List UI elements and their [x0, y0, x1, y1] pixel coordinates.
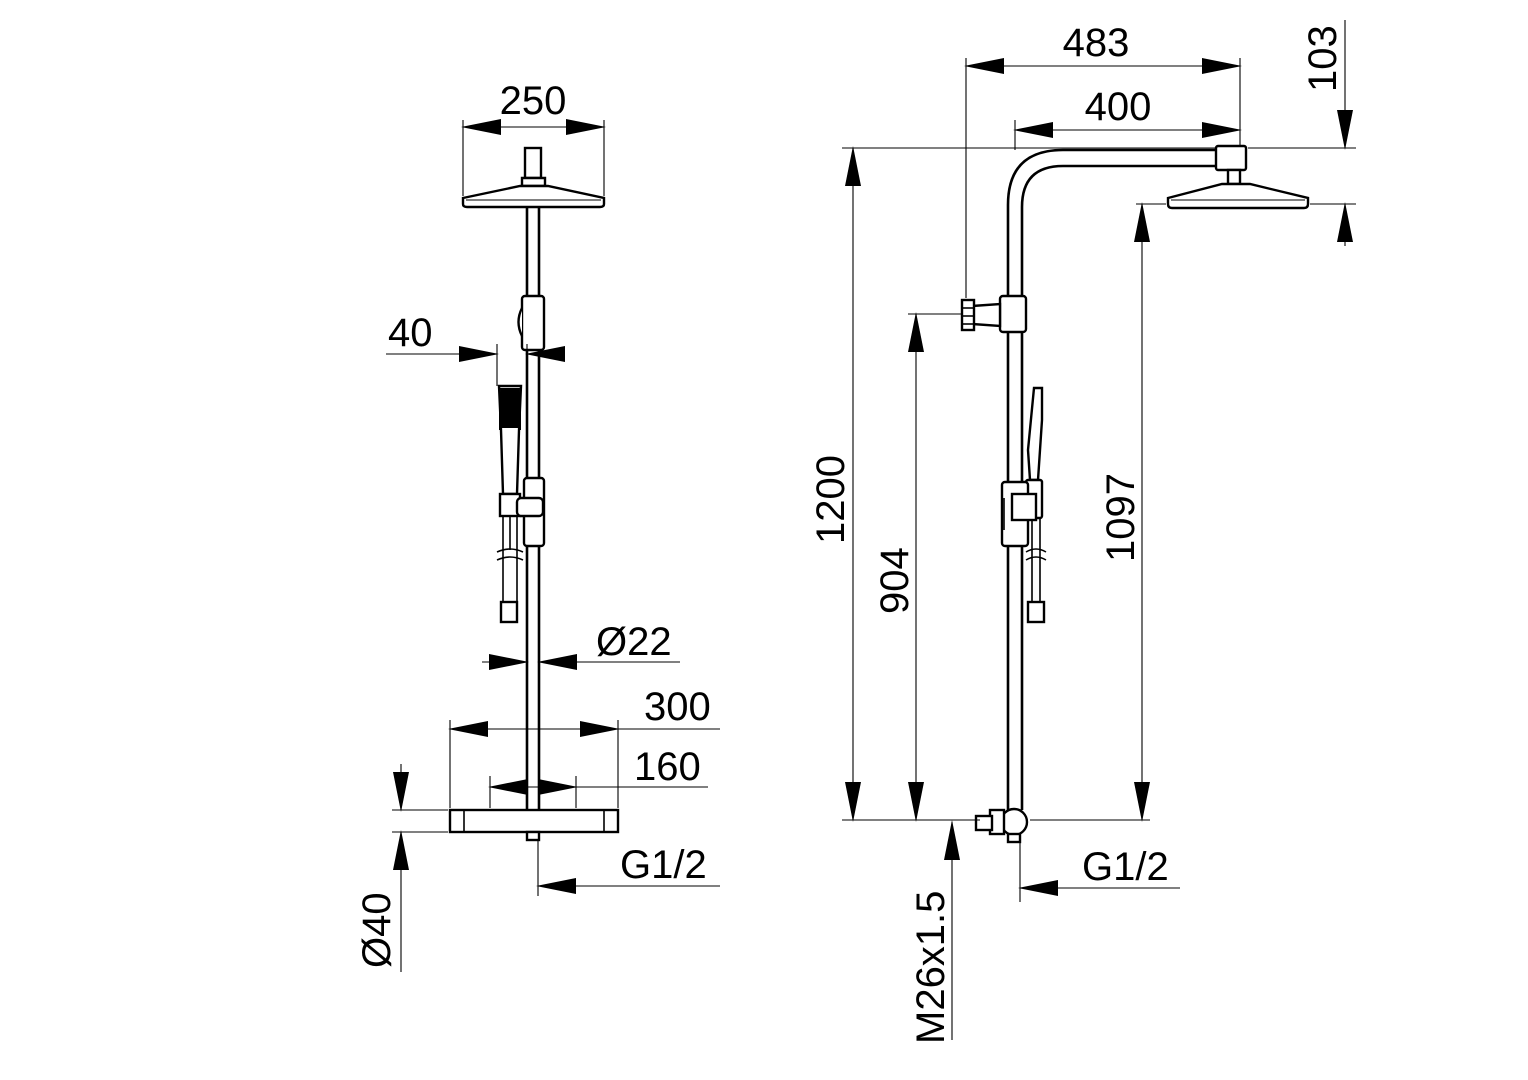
- side-thermostat: [974, 807, 1029, 844]
- dim-pipe-diameter: Ø22: [596, 620, 672, 664]
- dim-base-diameter: Ø40: [355, 892, 399, 968]
- side-slider: [1000, 480, 1038, 548]
- side-dimensions: 483 400 103 1200 904 1097 M26x1.5 G1/2: [809, 20, 1356, 1044]
- front-shower-head: [461, 146, 606, 209]
- dim-bracket-height: 904: [873, 547, 917, 614]
- dim-wall-thread: M26x1.5: [909, 891, 953, 1044]
- side-riser-arm: [1006, 144, 1248, 810]
- dim-base-width: 300: [644, 685, 711, 729]
- dim-head-width: 250: [500, 79, 567, 123]
- dim-overall-height: 1200: [809, 455, 853, 544]
- front-slider: [515, 476, 546, 548]
- dim-front-connection: G1/2: [620, 843, 707, 887]
- side-shower-head: [1166, 182, 1310, 210]
- front-thermostat: [448, 808, 620, 842]
- dim-inlet-spacing: 160: [634, 745, 701, 789]
- dim-arm-reach: 483: [1063, 21, 1130, 65]
- front-dimensions: 250 40 Ø22 300 160 G1/2 Ø40: [355, 79, 720, 972]
- dim-handshower-offset: 40: [388, 311, 433, 355]
- dim-arm-length: 400: [1085, 85, 1152, 129]
- dim-head-height: 103: [1301, 25, 1345, 92]
- side-wall-bracket: [960, 294, 1028, 334]
- front-upper-bracket: [517, 294, 546, 352]
- dim-head-bottom-height: 1097: [1099, 473, 1143, 562]
- dim-side-connection: G1/2: [1082, 845, 1169, 889]
- front-view: [448, 146, 620, 842]
